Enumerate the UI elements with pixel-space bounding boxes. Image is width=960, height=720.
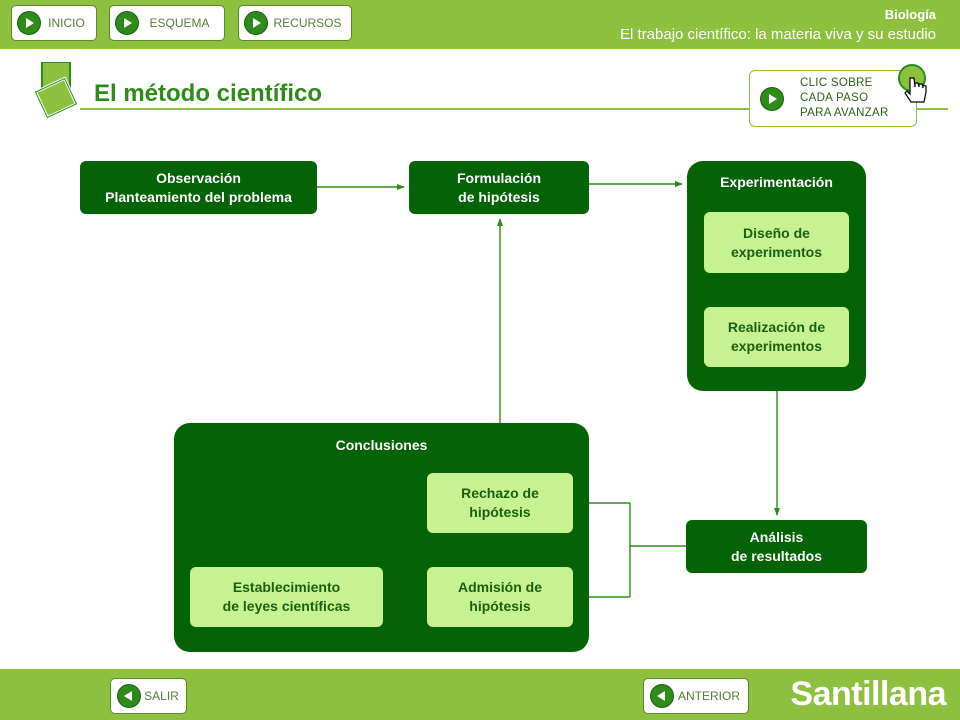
anterior-label: ANTERIOR xyxy=(677,689,740,703)
salir-label: SALIR xyxy=(144,689,179,703)
hint-line: CADA PASO xyxy=(800,92,869,104)
node-line: Establecimiento xyxy=(232,579,341,595)
node-line: Análisis xyxy=(749,528,804,545)
node-line: Diseño de xyxy=(743,224,810,241)
node-line: Observación xyxy=(156,169,241,186)
node-line: Planteamiento del problema xyxy=(105,188,292,205)
esquema-label: ESQUEMA xyxy=(149,16,210,30)
back-play-icon xyxy=(117,684,141,708)
esquema-button[interactable]: ESQUEMA xyxy=(109,5,225,41)
node-line: Rechazo de xyxy=(461,485,539,501)
node-line: Admisión de xyxy=(457,579,542,595)
title-squares-icon xyxy=(33,61,82,123)
hand-cursor-icon xyxy=(898,64,930,113)
hint-text: CLIC SOBRE CADA PASO PARA AVANZAR xyxy=(800,76,889,121)
recursos-button[interactable]: RECURSOS xyxy=(238,5,352,41)
play-icon xyxy=(760,87,784,111)
node-line: hipótesis xyxy=(469,504,531,520)
realizacion-node[interactable]: Realización de experimentos xyxy=(704,307,849,367)
observacion-node[interactable]: Observación Planteamiento del problema xyxy=(80,161,317,214)
page-title: El método científico xyxy=(94,80,323,107)
play-icon xyxy=(244,11,268,35)
analisis-node[interactable]: Análisis de resultados xyxy=(686,520,867,573)
hint-line: PARA AVANZAR xyxy=(800,107,889,119)
node-line: Formulación xyxy=(456,169,541,186)
formulacion-node[interactable]: Formulación de hipótesis xyxy=(409,161,589,214)
subject-title: Biología xyxy=(884,7,936,22)
brand-logo: Santillana xyxy=(790,675,946,713)
diseno-node[interactable]: Diseño de experimentos xyxy=(704,212,849,273)
anterior-button[interactable]: ANTERIOR xyxy=(643,678,749,714)
inicio-button[interactable]: INICIO xyxy=(11,5,97,41)
salir-button[interactable]: SALIR xyxy=(110,678,187,714)
inicio-label: INICIO xyxy=(48,16,85,30)
play-icon xyxy=(17,11,41,35)
node-line: hipótesis xyxy=(469,598,531,614)
title-divider xyxy=(80,108,948,110)
hint-box[interactable]: CLIC SOBRE CADA PASO PARA AVANZAR xyxy=(749,70,917,127)
node-line: de resultados xyxy=(730,547,823,564)
experimentacion-title: Experimentación xyxy=(720,174,833,190)
back-play-icon xyxy=(650,684,674,708)
unit-subtitle: El trabajo científico: la materia viva y… xyxy=(620,26,936,43)
rechazo-node[interactable]: Rechazo de hipótesis xyxy=(427,473,573,533)
node-line: de hipótesis xyxy=(458,188,540,205)
establecimiento-node[interactable]: Establecimiento de leyes científicas xyxy=(190,567,383,627)
node-line: de leyes científicas xyxy=(222,598,351,614)
node-line: experimentos xyxy=(730,243,823,260)
conclusiones-title: Conclusiones xyxy=(335,437,428,453)
play-icon xyxy=(115,11,139,35)
admision-node[interactable]: Admisión de hipótesis xyxy=(427,567,573,627)
recursos-label: RECURSOS xyxy=(273,16,342,30)
node-line: experimentos xyxy=(730,338,823,354)
node-line: Realización de xyxy=(727,319,826,335)
hint-line: CLIC SOBRE xyxy=(800,77,873,89)
